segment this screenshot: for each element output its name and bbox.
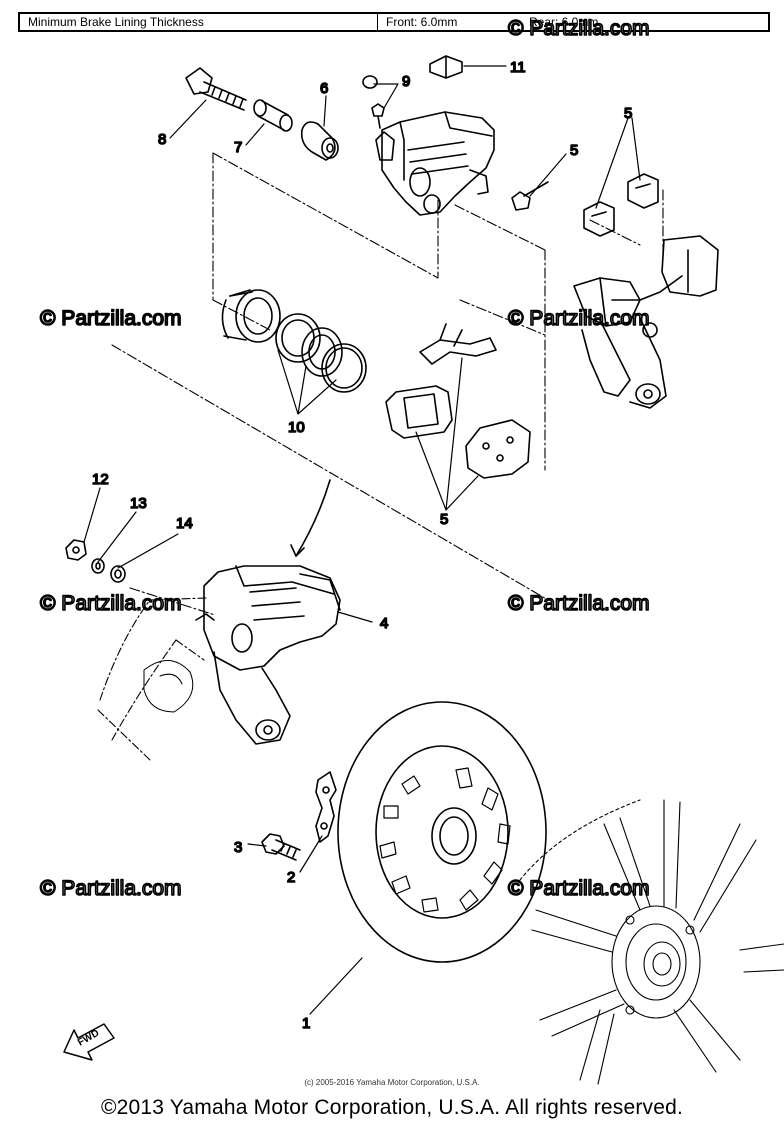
- watermark: © Partzilla.com: [40, 592, 182, 615]
- assembly-lines: [111, 152, 664, 616]
- part-4-caliper-assembly: [195, 565, 341, 745]
- watermark: © Partzilla.com: [508, 17, 650, 40]
- spec-rear: Rear: 6.0mm: [529, 15, 599, 29]
- callout-11: 11: [510, 59, 526, 76]
- part-8-bolt: [185, 67, 247, 111]
- callout-2: 2: [287, 869, 295, 886]
- part-13-washer: [91, 558, 105, 574]
- copyright-small: (c) 2005-2016 Yamaha Motor Corporation, …: [304, 1078, 480, 1087]
- callout-7: 7: [234, 139, 242, 156]
- assembly-arrow: [290, 479, 331, 557]
- part-5-pad-spring: [419, 323, 497, 365]
- watermark: © Partzilla.com: [508, 877, 650, 900]
- part-10-seals: [275, 313, 367, 393]
- caliper-bracket-assembly: [573, 235, 719, 409]
- watermark: © Partzilla.com: [40, 877, 182, 900]
- spec-label: Minimum Brake Lining Thickness: [20, 14, 378, 30]
- leader-lines: [83, 65, 641, 1015]
- part-14-washer: [110, 565, 126, 583]
- part-7-sleeve: [253, 99, 293, 132]
- callout-8: 8: [158, 131, 166, 148]
- callout-5: 5: [624, 105, 632, 122]
- part-5-brake-pads: [385, 385, 531, 479]
- part-9-bleeder: [362, 75, 385, 129]
- callout-13: 13: [130, 495, 147, 512]
- spec-front: Front: 6.0mm: [386, 15, 458, 29]
- copyright-notice: ©2013 Yamaha Motor Corporation, U.S.A. A…: [100, 1096, 684, 1119]
- part-11-clip: [429, 55, 463, 79]
- part-2-lock-washer: [315, 771, 337, 843]
- caliper-piston: [221, 289, 281, 343]
- callout-10: 10: [288, 419, 305, 436]
- callout-12: 12: [92, 471, 109, 488]
- fork-leg-detail: [143, 660, 194, 713]
- brake-lining-spec-table: Minimum Brake Lining Thickness Front: 6.…: [18, 12, 770, 32]
- part-5-pad-clips: [583, 173, 659, 237]
- watermark: © Partzilla.com: [508, 307, 650, 330]
- watermark-main: © Partzilla.com: [40, 307, 182, 330]
- callout-9: 9: [402, 73, 410, 90]
- fwd-arrow-icon: FWD: [63, 1023, 115, 1061]
- fork-leg-outline: [97, 597, 207, 761]
- part-6-boot: [300, 121, 339, 161]
- rear-caliper-body: [375, 111, 495, 216]
- part-3-bolt: [261, 833, 301, 861]
- callout-3: 3: [234, 839, 242, 856]
- part-1-brake-disc: [337, 701, 547, 963]
- part-12-nut: [65, 539, 87, 561]
- callout-4: 4: [380, 615, 388, 632]
- callout-5: 5: [440, 511, 448, 528]
- callout-1: 1: [302, 1015, 310, 1032]
- callout-5: 5: [570, 142, 578, 159]
- callout-6: 6: [320, 80, 328, 97]
- wheel-hub: [519, 799, 784, 1085]
- watermark: © Partzilla.com: [508, 592, 650, 615]
- callout-14: 14: [176, 515, 193, 532]
